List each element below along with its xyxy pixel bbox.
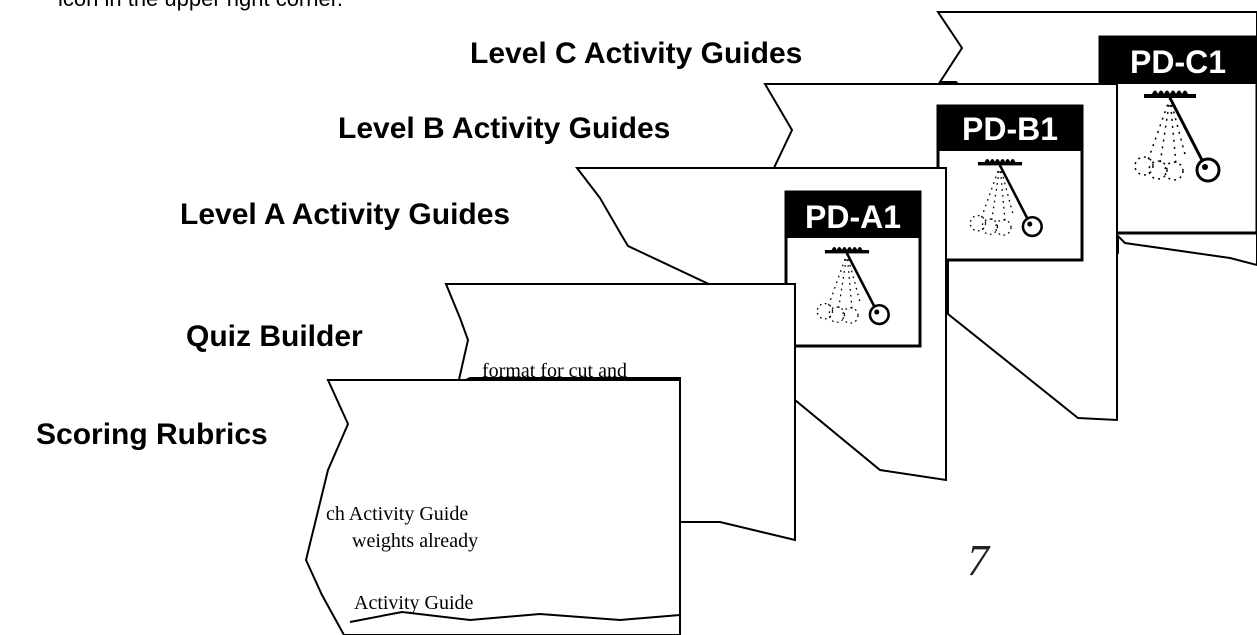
rubric-text-line2: weights already bbox=[352, 530, 479, 552]
label-level-b: Level B Activity Guides bbox=[338, 112, 671, 145]
label-scoring-rubrics: Scoring Rubrics bbox=[36, 418, 268, 451]
label-level-a: Level A Activity Guides bbox=[180, 198, 511, 231]
pd-a1-code: PD-A1 bbox=[805, 199, 901, 235]
pd-b1-code: PD-B1 bbox=[962, 111, 1058, 147]
scoring-rubrics-page bbox=[304, 379, 681, 635]
pd-c1-code: PD-C1 bbox=[1130, 44, 1226, 80]
quiz-builder-text: format for cut and bbox=[482, 360, 627, 382]
rubric-text-line1: ch Activity Guide bbox=[326, 503, 469, 525]
quiz-builder-page bbox=[444, 283, 796, 542]
page-number: 7 bbox=[967, 536, 989, 585]
rubric-text-line3: Activity Guide bbox=[354, 592, 474, 614]
level-a-page: PD-A1 bbox=[574, 167, 947, 482]
pd-b1-icon: PD-B1 bbox=[936, 104, 1084, 262]
label-level-c: Level C Activity Guides bbox=[470, 37, 803, 70]
intro-text-fragment: icon in the upper right corner. bbox=[58, 0, 343, 12]
pd-c1-icon: PD-C1 bbox=[1098, 35, 1257, 235]
label-quiz-builder: Quiz Builder bbox=[186, 320, 363, 353]
pd-a1-icon: PD-A1 bbox=[784, 190, 922, 348]
